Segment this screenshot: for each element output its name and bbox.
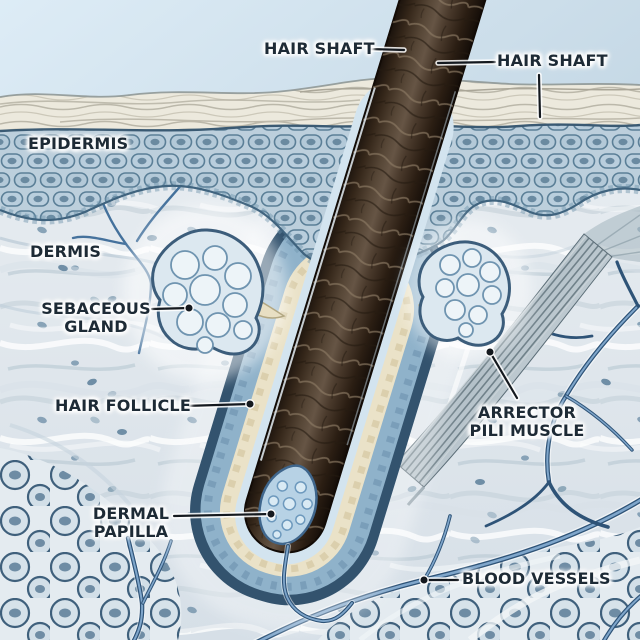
label-sebaceous-gland: SEBACEOUS GLAND <box>38 300 154 336</box>
label-arrector-pili-muscle: ARRECTOR PILI MUSCLE <box>460 404 594 440</box>
stratum-corneum-layer <box>0 76 640 136</box>
hair-shaft <box>235 0 490 565</box>
label-blood-vessels: BLOOD VESSELS <box>462 569 611 588</box>
label-dermis: DERMIS <box>30 242 102 261</box>
label-sebaceous-gland-line1: SEBACEOUS <box>41 299 151 318</box>
leader-lines <box>149 46 543 585</box>
papilla-stalk-vessel <box>280 543 355 625</box>
label-hair-follicle: HAIR FOLLICLE <box>55 396 191 415</box>
blood-vessel-left-branch <box>124 534 173 640</box>
label-papilla-line2: PAPILLA <box>93 522 169 541</box>
leader-hair-follicle <box>182 402 252 408</box>
leader-hair-shaft-left <box>368 47 406 52</box>
label-epidermis: EPIDERMIS <box>28 134 129 153</box>
leader-sebaceous-gland <box>150 306 191 311</box>
leader-dermal-papilla <box>172 512 273 518</box>
sebaceous-gland-right <box>404 220 532 360</box>
label-arrector-line1: ARRECTOR <box>477 403 577 422</box>
leader-arrector-pili <box>488 350 519 400</box>
leader-hair-shaft-right <box>436 60 497 65</box>
dermal-papilla <box>258 464 318 546</box>
label-sebaceous-gland-line2: GLAND <box>64 317 128 336</box>
label-arrector-line2: PILI MUSCLE <box>469 421 585 440</box>
label-papilla-line1: DERMAL <box>92 504 170 523</box>
label-hair-shaft-right: HAIR SHAFT <box>497 51 608 70</box>
leader-hair-shaft-right-vertical <box>537 73 542 119</box>
label-dermal-papilla: DERMAL PAPILLA <box>86 505 176 541</box>
sebaceous-gland-left <box>123 205 287 381</box>
label-hair-shaft-left: HAIR SHAFT <box>264 39 375 58</box>
